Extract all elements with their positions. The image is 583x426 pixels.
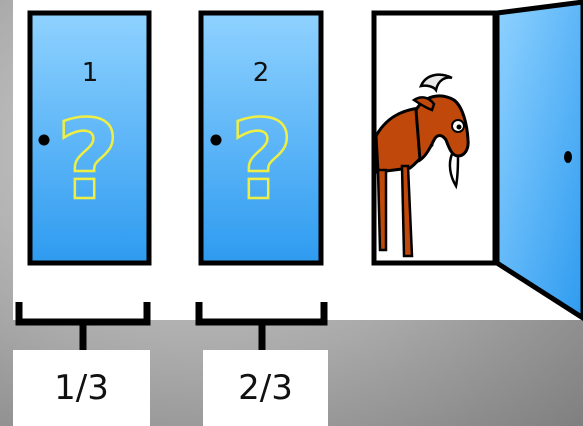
door-2-number: 2 (253, 58, 270, 88)
question-mark-icon: ? (230, 96, 294, 224)
goat-leg (378, 170, 386, 250)
door-2[interactable]: 2 ? (201, 13, 321, 263)
probability-door-1: 1/3 (13, 350, 150, 426)
door-1-knob (39, 135, 50, 146)
door-1-number: 1 (82, 58, 99, 88)
question-mark-icon: ? (56, 96, 120, 224)
goat-pupil (457, 125, 462, 130)
probability-label: 1/3 (54, 368, 109, 408)
probability-door-2: 2/3 (203, 350, 328, 426)
door-3-knob (564, 151, 572, 163)
probability-label: 2/3 (238, 368, 293, 408)
door-2-knob (211, 135, 222, 146)
door-1[interactable]: 1 ? (30, 13, 149, 263)
